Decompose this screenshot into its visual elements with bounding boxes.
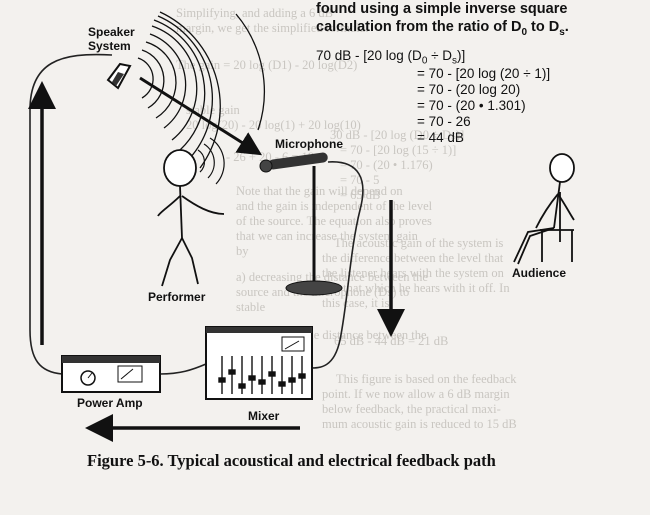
intro-line2: calculation from the ratio of D0 to Ds. [316, 18, 569, 42]
bleed-text: this case, it is: [322, 296, 393, 310]
bleed-text: Simplifying, and adding a 6 dB [176, 6, 333, 20]
bleed-text: 20 log(20) - 20 log(1) + 20 log(10) [186, 118, 361, 132]
bleed-text: The acoustic gain of the system is [334, 236, 504, 250]
bleed-text: This figure is based on the feedback [336, 372, 517, 386]
intro-to: to D [527, 19, 560, 35]
calculation-line: = 70 - (20 log 20) [417, 82, 521, 97]
speaker-icon [106, 62, 132, 90]
mixer-label: Mixer [248, 409, 280, 423]
bleed-text: and the gain is independent of the level [236, 199, 433, 213]
microphone-icon [259, 152, 343, 296]
bleed-text: mum acoustic gain is reduced to 15 dB [322, 417, 517, 431]
bleed-text: the difference between the level that [322, 251, 504, 265]
figure-caption: Figure 5-6. Typical acoustical and elect… [87, 451, 496, 470]
intro-end: . [564, 19, 569, 35]
microphone-cable [309, 161, 364, 369]
performer-label: Performer [148, 290, 206, 304]
bleed-text: stable [236, 300, 266, 314]
calculation-line: = 70 - (20 • 1.301) [417, 98, 526, 113]
calc-lead-text: 70 dB - [20 log (D [316, 48, 422, 63]
bleed-text: = 70 - [20 log (15 ÷ 1)] [340, 143, 457, 157]
signal-loop-left [29, 53, 113, 375]
intro-sub-o: 0 [521, 26, 527, 38]
intro-line1: found using a simple inverse square [316, 1, 568, 17]
bleed-text: = 65 dB [340, 188, 381, 202]
performer-figure [157, 149, 225, 287]
performer-sound-waves [197, 137, 225, 185]
intro-sub-s: s [559, 26, 565, 38]
acoustic-feedback-arrow [139, 76, 263, 156]
speaker-label-line2: System [88, 39, 131, 53]
bleed-text: by [236, 244, 249, 258]
speaker-sound-waves [137, 11, 265, 169]
speaker-system-label: Speaker System [88, 25, 135, 53]
power-amp-unit [61, 355, 161, 393]
calc-lead-sub-s: s [452, 55, 458, 67]
intro-text: found using a simple inverse square calc… [316, 0, 569, 42]
bleed-text: that we can increase the system gain [236, 229, 418, 243]
intro-line2-text: calculation from the ratio of D [316, 19, 522, 35]
calculation-line: = 70 - [20 log (20 ÷ 1)] [417, 66, 551, 81]
microphone-label: Microphone [275, 137, 343, 151]
calc-lead-div: ÷ D [427, 48, 453, 63]
speaker-label-line1: Speaker [88, 25, 135, 39]
audience-label: Audience [512, 266, 567, 280]
calc-lead-end: )] [457, 48, 466, 63]
bleed-text: margin, we get the simplified formula: [176, 21, 369, 35]
calculation-lead: 70 dB - [20 log (D0 ÷ Ds)] [316, 48, 465, 70]
audience-figure [513, 153, 575, 265]
power-amp-label: Power Amp [77, 396, 143, 410]
calculation-line: = 70 - 26 [417, 114, 471, 129]
bleed-text: point. If we now allow a 6 dB margin [322, 387, 510, 401]
signal-loop-bottom [159, 363, 207, 375]
bleed-text: of the source. The equation also proves [236, 214, 432, 228]
mixer-unit [205, 326, 313, 400]
bleed-text: 65 dB - 44 dB = 21 dB [334, 334, 449, 348]
bleed-text: a) decreasing the distance between the [236, 270, 428, 284]
bleed-text: below feedback, the practical maxi- [322, 402, 501, 416]
calculation-line: = 44 dB [417, 130, 464, 145]
bleed-text: stable gain [186, 103, 240, 117]
calc-lead-sub-o: 0 [421, 55, 428, 67]
bleed-text: = 70 - (20 • 1.176) [340, 158, 433, 172]
bleed-text: 30 dB - [20 log (D0 ÷ Ds)] [330, 128, 465, 142]
